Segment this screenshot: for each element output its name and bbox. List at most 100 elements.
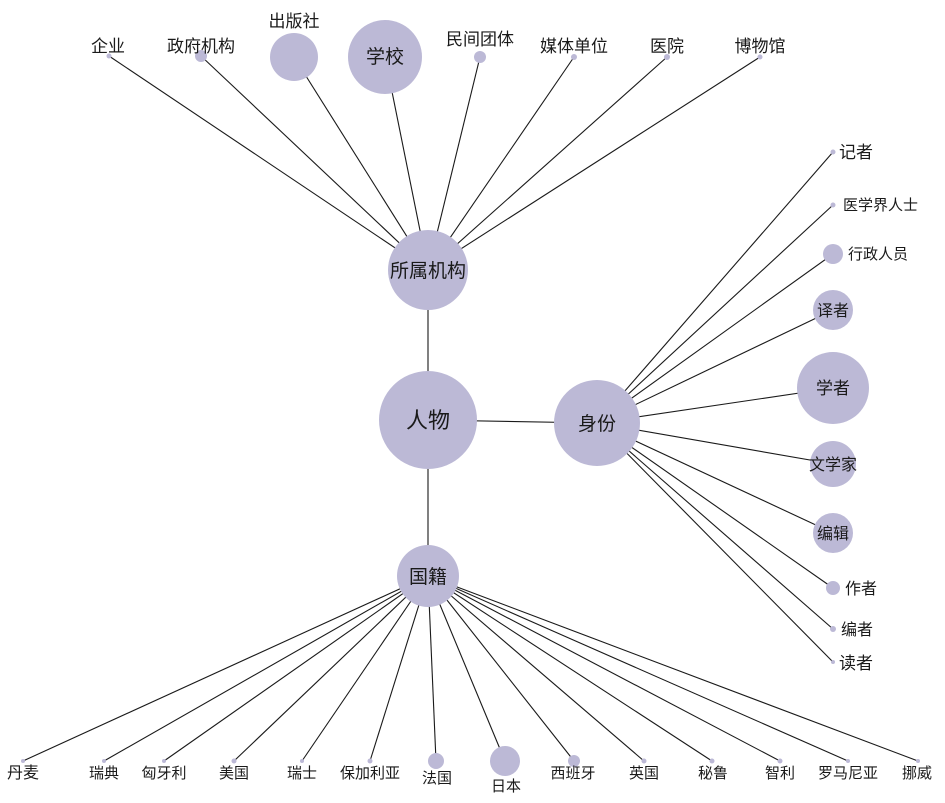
edge-nationality-child bbox=[427, 575, 506, 762]
institution-child-label: 医院 bbox=[650, 37, 684, 57]
edge-nationality-child bbox=[301, 575, 429, 762]
nationality-child-label: 保加利亚 bbox=[340, 764, 400, 782]
node-layer: 企业政府机构出版社学校民间团体媒体单位医院博物馆记者医学界人士行政人员译者学者文… bbox=[7, 12, 932, 795]
hub-node-institution[interactable] bbox=[388, 230, 468, 310]
hub-label-institution: 所属机构 bbox=[390, 260, 466, 282]
nationality-child-node[interactable] bbox=[709, 758, 715, 764]
nationality-child-label: 罗马尼亚 bbox=[818, 764, 878, 782]
nationality-child-label: 丹麦 bbox=[7, 763, 39, 782]
edge-nationality-child bbox=[369, 575, 429, 762]
institution-child-node[interactable] bbox=[571, 54, 577, 60]
edge-nationality-child bbox=[427, 575, 849, 762]
institution-child-label: 博物馆 bbox=[735, 37, 786, 57]
identity-child-node[interactable] bbox=[831, 660, 835, 664]
edge-identity-child bbox=[596, 204, 834, 424]
edge-institution-child bbox=[200, 55, 429, 271]
nationality-child-node[interactable] bbox=[568, 755, 580, 767]
edge-institution-child bbox=[108, 55, 429, 271]
identity-child-label: 医学界人士 bbox=[843, 196, 918, 214]
hub-label-identity: 身份 bbox=[578, 413, 616, 435]
nationality-child-node[interactable] bbox=[21, 759, 25, 763]
nationality-child-node[interactable] bbox=[846, 759, 850, 763]
institution-child-label: 企业 bbox=[91, 37, 125, 57]
hub-label-root: 人物 bbox=[406, 409, 450, 434]
edge-nationality-child bbox=[427, 575, 713, 762]
institution-child-label: 学校 bbox=[366, 46, 404, 68]
nationality-child-label: 智利 bbox=[765, 764, 795, 782]
nationality-child-label: 西班牙 bbox=[550, 764, 595, 782]
identity-child-node[interactable] bbox=[830, 626, 836, 632]
identity-child-node[interactable] bbox=[830, 202, 836, 208]
edge-institution-child bbox=[427, 56, 668, 271]
edge-identity-child bbox=[596, 422, 834, 663]
institution-child-node[interactable] bbox=[664, 54, 670, 60]
identity-child-label: 编辑 bbox=[817, 524, 849, 543]
nationality-child-label: 日本 bbox=[491, 777, 521, 795]
institution-child-label: 出版社 bbox=[269, 12, 320, 32]
nationality-child-node[interactable] bbox=[162, 759, 166, 763]
identity-child-node[interactable] bbox=[813, 290, 853, 330]
nationality-child-label: 瑞典 bbox=[89, 764, 119, 782]
edge-nationality-child bbox=[427, 575, 575, 762]
identity-child-node[interactable] bbox=[826, 581, 840, 595]
edge-nationality-child bbox=[22, 575, 429, 762]
hub-node-identity[interactable] bbox=[554, 380, 640, 466]
hub-node-nationality[interactable] bbox=[397, 545, 459, 607]
nationality-child-label: 匈牙利 bbox=[141, 764, 186, 782]
nationality-child-node[interactable] bbox=[300, 759, 304, 763]
nationality-child-node[interactable] bbox=[641, 758, 647, 764]
edge-identity-child bbox=[596, 151, 834, 424]
institution-child-node[interactable] bbox=[106, 53, 112, 59]
nationality-child-label: 秘鲁 bbox=[698, 764, 728, 782]
edge-nationality-child bbox=[103, 575, 429, 762]
identity-child-label: 读者 bbox=[839, 654, 873, 674]
identity-child-node[interactable] bbox=[797, 352, 869, 424]
edge-identity-child bbox=[596, 422, 834, 589]
edge-nationality-child bbox=[163, 575, 429, 762]
nationality-child-label: 美国 bbox=[219, 764, 249, 782]
identity-child-label: 文学家 bbox=[809, 455, 857, 474]
institution-child-node[interactable] bbox=[270, 33, 318, 81]
hub-label-nationality: 国籍 bbox=[409, 566, 447, 588]
institution-child-node[interactable] bbox=[474, 51, 486, 63]
edge-institution-child bbox=[427, 56, 575, 271]
identity-child-node[interactable] bbox=[810, 441, 856, 487]
edge-identity-child bbox=[596, 253, 834, 424]
edge-nationality-child bbox=[427, 575, 919, 762]
edge-nationality-child bbox=[427, 575, 781, 762]
nationality-child-label: 英国 bbox=[629, 764, 659, 782]
identity-child-label: 学者 bbox=[816, 379, 850, 399]
identity-child-label: 作者 bbox=[845, 579, 877, 598]
identity-child-node[interactable] bbox=[823, 244, 843, 264]
edge-identity-child bbox=[596, 309, 834, 424]
edge-identity-child bbox=[596, 422, 834, 630]
nationality-child-label: 法国 bbox=[422, 769, 452, 787]
nationality-child-node[interactable] bbox=[102, 759, 106, 763]
institution-child-label: 媒体单位 bbox=[540, 37, 608, 57]
identity-child-label: 记者 bbox=[839, 143, 873, 163]
edge-identity-child bbox=[596, 422, 834, 534]
institution-child-node[interactable] bbox=[195, 50, 207, 62]
nationality-child-node[interactable] bbox=[916, 759, 920, 763]
institution-child-label: 民间团体 bbox=[446, 30, 514, 50]
edge-nationality-child bbox=[233, 575, 429, 762]
nationality-child-node[interactable] bbox=[428, 753, 444, 769]
nationality-child-label: 挪威 bbox=[902, 764, 932, 782]
nationality-child-node[interactable] bbox=[777, 758, 783, 764]
identity-child-node[interactable] bbox=[830, 149, 836, 155]
institution-child-node[interactable] bbox=[348, 20, 422, 94]
nationality-child-node[interactable] bbox=[367, 758, 373, 764]
identity-child-label: 译者 bbox=[817, 301, 849, 320]
institution-child-node[interactable] bbox=[757, 54, 763, 60]
edge-layer bbox=[22, 55, 919, 762]
nationality-child-node[interactable] bbox=[490, 746, 520, 776]
nationality-child-label: 瑞士 bbox=[287, 764, 317, 782]
hub-node-root[interactable] bbox=[379, 371, 477, 469]
identity-child-node[interactable] bbox=[813, 513, 853, 553]
institution-child-label: 政府机构 bbox=[167, 37, 235, 57]
edge-institution-child bbox=[427, 56, 761, 271]
nationality-child-node[interactable] bbox=[231, 758, 237, 764]
edge-institution-child bbox=[293, 56, 429, 271]
identity-child-label: 编者 bbox=[841, 620, 873, 639]
